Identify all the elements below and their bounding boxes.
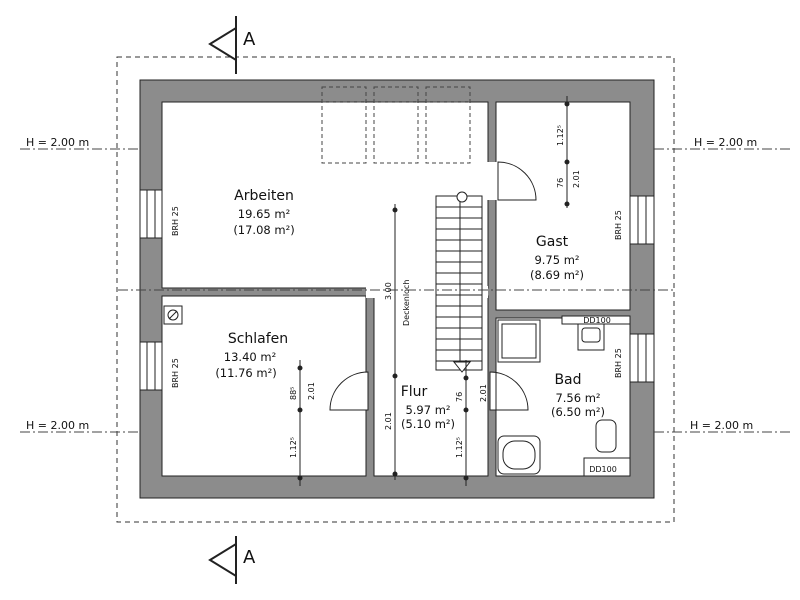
room-area-bad: 7.56 m²: [555, 391, 600, 405]
height-marker-top-right: H = 2.00 m: [694, 136, 757, 149]
room-area-schlafen: 13.40 m²: [224, 350, 276, 364]
staircase: [435, 191, 483, 373]
dim-schlafen-door: 2.01: [307, 382, 316, 400]
chimney-icon: [163, 305, 183, 325]
dimension-lines: [297, 96, 570, 486]
room-schlafen: [161, 295, 367, 477]
dim-flur-left: 2.01: [384, 412, 393, 430]
room-name-schlafen: Schlafen: [228, 331, 288, 347]
window-left-top: [139, 189, 163, 239]
dim-gast-height: 2.01: [572, 170, 581, 188]
dim-gast-door: 76: [556, 178, 565, 188]
room-name-gast: Gast: [536, 234, 569, 250]
room-net-area-flur: (5.10 m²): [401, 417, 455, 431]
section-label-bottom: A: [243, 547, 256, 568]
sill-label-right-bottom: BRH 25: [614, 348, 623, 378]
sill-label-left-bottom: BRH 25: [171, 358, 180, 388]
deckenloch-label: Deckenloch: [402, 280, 411, 326]
section-label-top: A: [243, 29, 256, 50]
window-right-bottom: [629, 333, 655, 383]
height-marker-bottom-left: H = 2.00 m: [26, 419, 89, 432]
room-area-flur: 5.97 m²: [405, 403, 450, 417]
roof-windows: [321, 86, 471, 164]
room-arbeiten: [161, 101, 489, 289]
height-marker-bottom-right: H = 2.00 m: [690, 419, 753, 432]
dim-schlafen-lower: 1.12⁵: [289, 437, 298, 458]
height-lines: [20, 148, 790, 433]
dim-opening-height: 3.00: [384, 282, 393, 300]
dim-flur-door: 76: [455, 392, 464, 402]
room-name-bad: Bad: [554, 372, 581, 388]
room-net-area-schlafen: (11.76 m²): [215, 366, 276, 380]
room-net-area-bad: (6.50 m²): [551, 405, 605, 419]
dim-schlafen-upper: 88⁵: [289, 387, 298, 400]
gast-door-opening: [486, 162, 498, 200]
room-area-gast: 9.75 m²: [534, 253, 579, 267]
window-right-top: [629, 195, 655, 245]
room-net-area-gast: (8.69 m²): [530, 268, 584, 282]
room-net-area-arbeiten: (17.08 m²): [233, 223, 294, 237]
room-name-flur: Flur: [401, 384, 428, 400]
fixture-label-shower: DD100: [589, 465, 617, 474]
dim-gast-top: 1.12⁵: [556, 125, 565, 146]
room-name-arbeiten: Arbeiten: [234, 188, 294, 204]
dim-flur-lower: 1.12⁵: [455, 437, 464, 458]
room-gast: [495, 101, 631, 311]
fixture-label-sink: DD100: [583, 316, 611, 325]
sill-label-left-top: BRH 25: [171, 206, 180, 236]
window-left-bottom: [139, 341, 163, 391]
door-swings: [329, 161, 537, 411]
section-line: [208, 16, 237, 584]
roof-outline: [116, 56, 675, 523]
height-marker-top-left: H = 2.00 m: [26, 136, 89, 149]
sill-label-right-top: BRH 25: [614, 210, 623, 240]
room-area-arbeiten: 19.65 m²: [238, 207, 290, 221]
bathroom-fixtures: [497, 315, 631, 477]
dim-flur-right: 2.01: [479, 384, 488, 402]
